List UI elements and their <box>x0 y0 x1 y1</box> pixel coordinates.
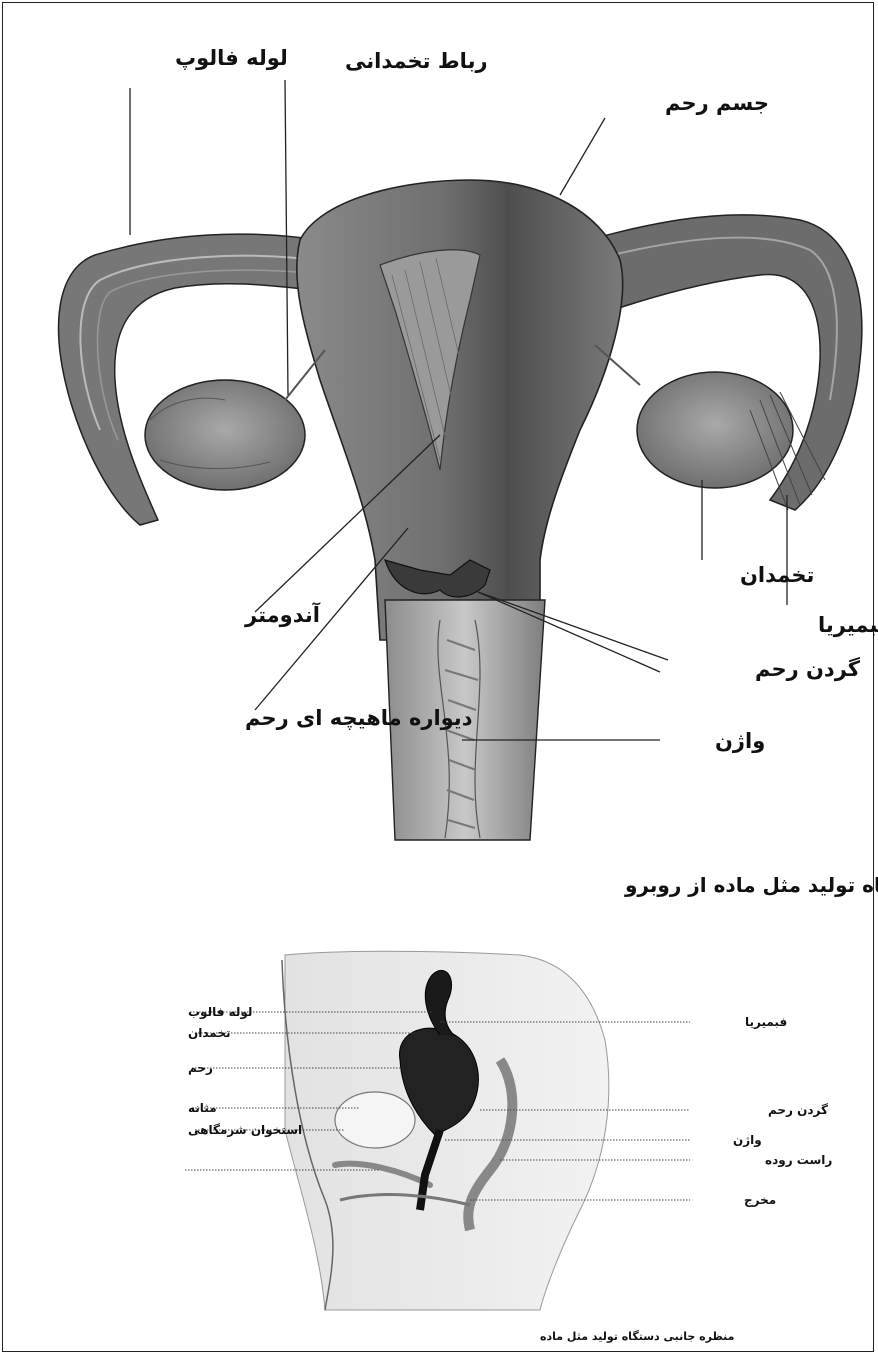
label-fallopian-tube: لوله فالوپ <box>175 46 288 70</box>
side-label-bladder: مثانه <box>188 1101 217 1115</box>
label-myometrium: دیواره ماهیچه ای رحم <box>245 706 473 730</box>
side-label-fallopian-tube: لوله فالوب <box>188 1005 252 1020</box>
side-label-cervix: گردن رحم <box>768 1103 828 1117</box>
side-label-fimbria: فبمیریا <box>745 1015 787 1029</box>
label-fimbria: فبمیریا <box>818 613 878 637</box>
label-ovarian-ligament: رباط تخمدانی <box>345 49 488 73</box>
side-label-anus: مخرج <box>744 1193 776 1207</box>
side-label-uterus: رحم <box>188 1061 213 1075</box>
side-label-rectum: راست روده <box>765 1153 832 1168</box>
side-view-caption: منظره جانبی دستگاه تولید مثل ماده <box>540 1330 734 1343</box>
right-ovary-shape <box>637 372 793 488</box>
front-view-caption: ۲. دستگاه تولید مثل ماده از روبرو <box>624 873 878 897</box>
left-ovary-shape <box>145 380 305 490</box>
label-endometrium: آندومتر <box>244 602 321 627</box>
label-uterus-body: جسم رحم <box>665 91 769 115</box>
bladder-shape <box>335 1092 415 1148</box>
side-label-pubic-bone: استخوان شرمگاهی <box>188 1123 302 1138</box>
label-ovary: تخمدان <box>740 563 814 587</box>
side-label-ovary: تخمدان <box>188 1026 231 1040</box>
body-profile-shape <box>285 951 609 1310</box>
side-label-vagina: واژن <box>733 1133 762 1148</box>
label-vagina: واژن <box>715 729 765 753</box>
label-cervix: گردن رحم <box>755 656 861 681</box>
